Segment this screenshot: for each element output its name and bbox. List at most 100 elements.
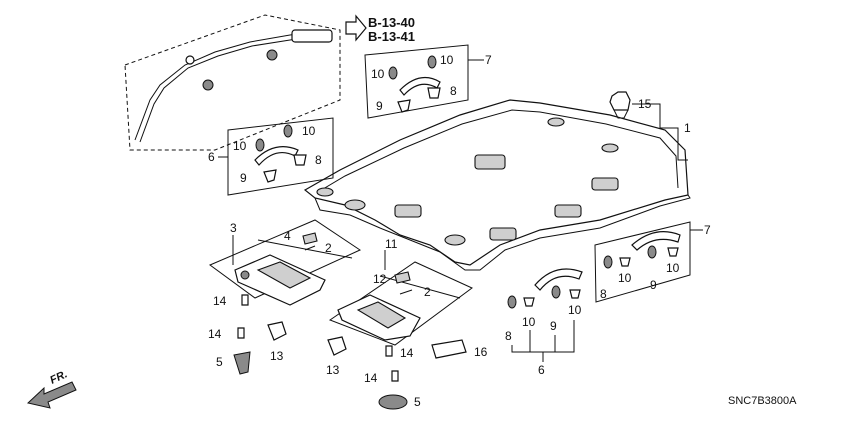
sunvisor-left-divider [257, 239, 353, 259]
sunvisor-left-pivot [240, 270, 250, 280]
grab-handle-left-frame [227, 117, 334, 196]
leader-6-low-ticks [529, 330, 556, 352]
callout-8-top: 8 [450, 84, 457, 98]
airbag-bolt-b [266, 49, 278, 61]
callout-9-top: 9 [376, 99, 383, 113]
grab-handle-top-clip-8 [427, 87, 441, 99]
grab-handle-opening-right-b [554, 204, 582, 218]
grab-handle-top-cap-a [388, 66, 398, 80]
holder-5-a [233, 351, 251, 375]
callout-16: 16 [474, 345, 488, 359]
clip-hole-b [547, 117, 565, 127]
callout-10-low-a: 10 [522, 315, 536, 329]
reference-secondary[interactable]: B-13-41 [368, 29, 415, 44]
front-map-light-opening [394, 204, 422, 218]
headliner-panel [303, 99, 689, 266]
clip-hole-a [601, 143, 619, 153]
callout-3: 3 [230, 221, 237, 235]
grab-handle-left-clip-9 [263, 169, 277, 183]
callout-5-b: 5 [414, 395, 421, 409]
front-arrow-icon [26, 381, 77, 409]
callout-12: 12 [373, 272, 387, 286]
headliner-lower-edge [314, 194, 691, 271]
airbag-harness [134, 29, 331, 141]
callout-9-right: 9 [650, 278, 657, 292]
callout-7-top: 7 [485, 53, 492, 67]
headliner [303, 99, 691, 271]
callout-14-a: 14 [213, 294, 227, 308]
reference-callout[interactable]: B-13-40 B-13-41 [345, 14, 415, 44]
headliner-edge-line [317, 109, 679, 193]
reference-arrow-icon [345, 14, 367, 42]
airbag-clip [185, 55, 195, 65]
sunvisor-left-mirror [256, 261, 312, 289]
callout-7-right: 7 [704, 223, 711, 237]
callout-6-left: 6 [208, 150, 215, 164]
grab-handle-opening-right-c [489, 227, 517, 241]
callout-6-low: 6 [538, 363, 545, 377]
sunvisor-left-frame [208, 219, 362, 299]
callout-10-left-a: 10 [233, 139, 247, 153]
headliner-clip [609, 91, 631, 119]
grab-handle-opening-right-a [591, 177, 619, 191]
clip-15-shank [613, 109, 629, 119]
grab-handle-right-frame [594, 221, 691, 303]
mirror-cover-4-left [302, 232, 318, 245]
sunvisor-hole-right [444, 234, 466, 246]
bracket-13-b [327, 336, 347, 356]
callout-14-b: 14 [208, 327, 222, 341]
grab-handle-low-cap-b [551, 285, 561, 299]
callout-8-left: 8 [315, 153, 322, 167]
callout-10-low-b: 10 [568, 303, 582, 317]
front-direction-indicator: FR. [26, 368, 77, 409]
callout-9-left: 9 [240, 171, 247, 185]
grab-handle-set-low [507, 268, 583, 309]
grab-handle-left-cap-a [255, 138, 265, 152]
callout-9-low: 9 [550, 319, 557, 333]
grab-handle-low-clip-10a [523, 297, 535, 307]
airbag-harness-edge [139, 34, 331, 143]
leader-1 [660, 127, 688, 161]
sunvisor-hole-left [344, 199, 366, 211]
grab-handle-left-cap-b [283, 124, 293, 138]
airbag-dashed-outline [124, 14, 341, 151]
callout-10-right-b: 10 [666, 261, 680, 275]
callout-2-b: 2 [424, 285, 431, 299]
garnish-16 [431, 339, 467, 359]
screw-14-b [237, 327, 245, 339]
grab-handle-right-cap-a [603, 255, 613, 269]
sunvisor-right-divider [379, 275, 461, 299]
callout-10-right-a: 10 [618, 271, 632, 285]
grab-handle-low-cap-a [507, 295, 517, 309]
label-2-right [399, 289, 413, 295]
grab-handle-top-clip-9 [397, 99, 411, 113]
callout-13-a: 13 [270, 349, 284, 363]
dome-light-opening [474, 154, 506, 170]
grab-handle-top-cap-b [427, 55, 437, 69]
grab-handle-set-top [364, 44, 469, 119]
screw-14-d [391, 370, 399, 382]
callout-8-low: 8 [505, 329, 512, 343]
sunvisor-right-frame [328, 261, 473, 346]
label-2-left [304, 245, 316, 251]
callout-11: 11 [385, 237, 398, 251]
callout-10-top-a: 10 [371, 67, 385, 81]
grab-handle-right-cap-b [647, 245, 657, 259]
airbag-inflator [291, 29, 333, 43]
callout-15: 15 [638, 97, 652, 111]
screw-14-a [241, 294, 249, 306]
diagram-code: SNC7B3800A [728, 395, 797, 407]
grab-handle-left-clip-8 [293, 154, 307, 166]
bracket-13-a [267, 321, 287, 341]
sunvisor-set-left [208, 219, 362, 306]
mirror-cover-12-right [394, 271, 411, 284]
grab-handle-set-left [227, 117, 334, 196]
clip-15-icon [609, 91, 631, 111]
grab-handle-right [631, 231, 681, 251]
grab-handle-low [534, 268, 583, 291]
callout-13-b: 13 [326, 363, 340, 377]
callout-2-a: 2 [325, 241, 332, 255]
reference-primary[interactable]: B-13-40 [368, 15, 415, 30]
